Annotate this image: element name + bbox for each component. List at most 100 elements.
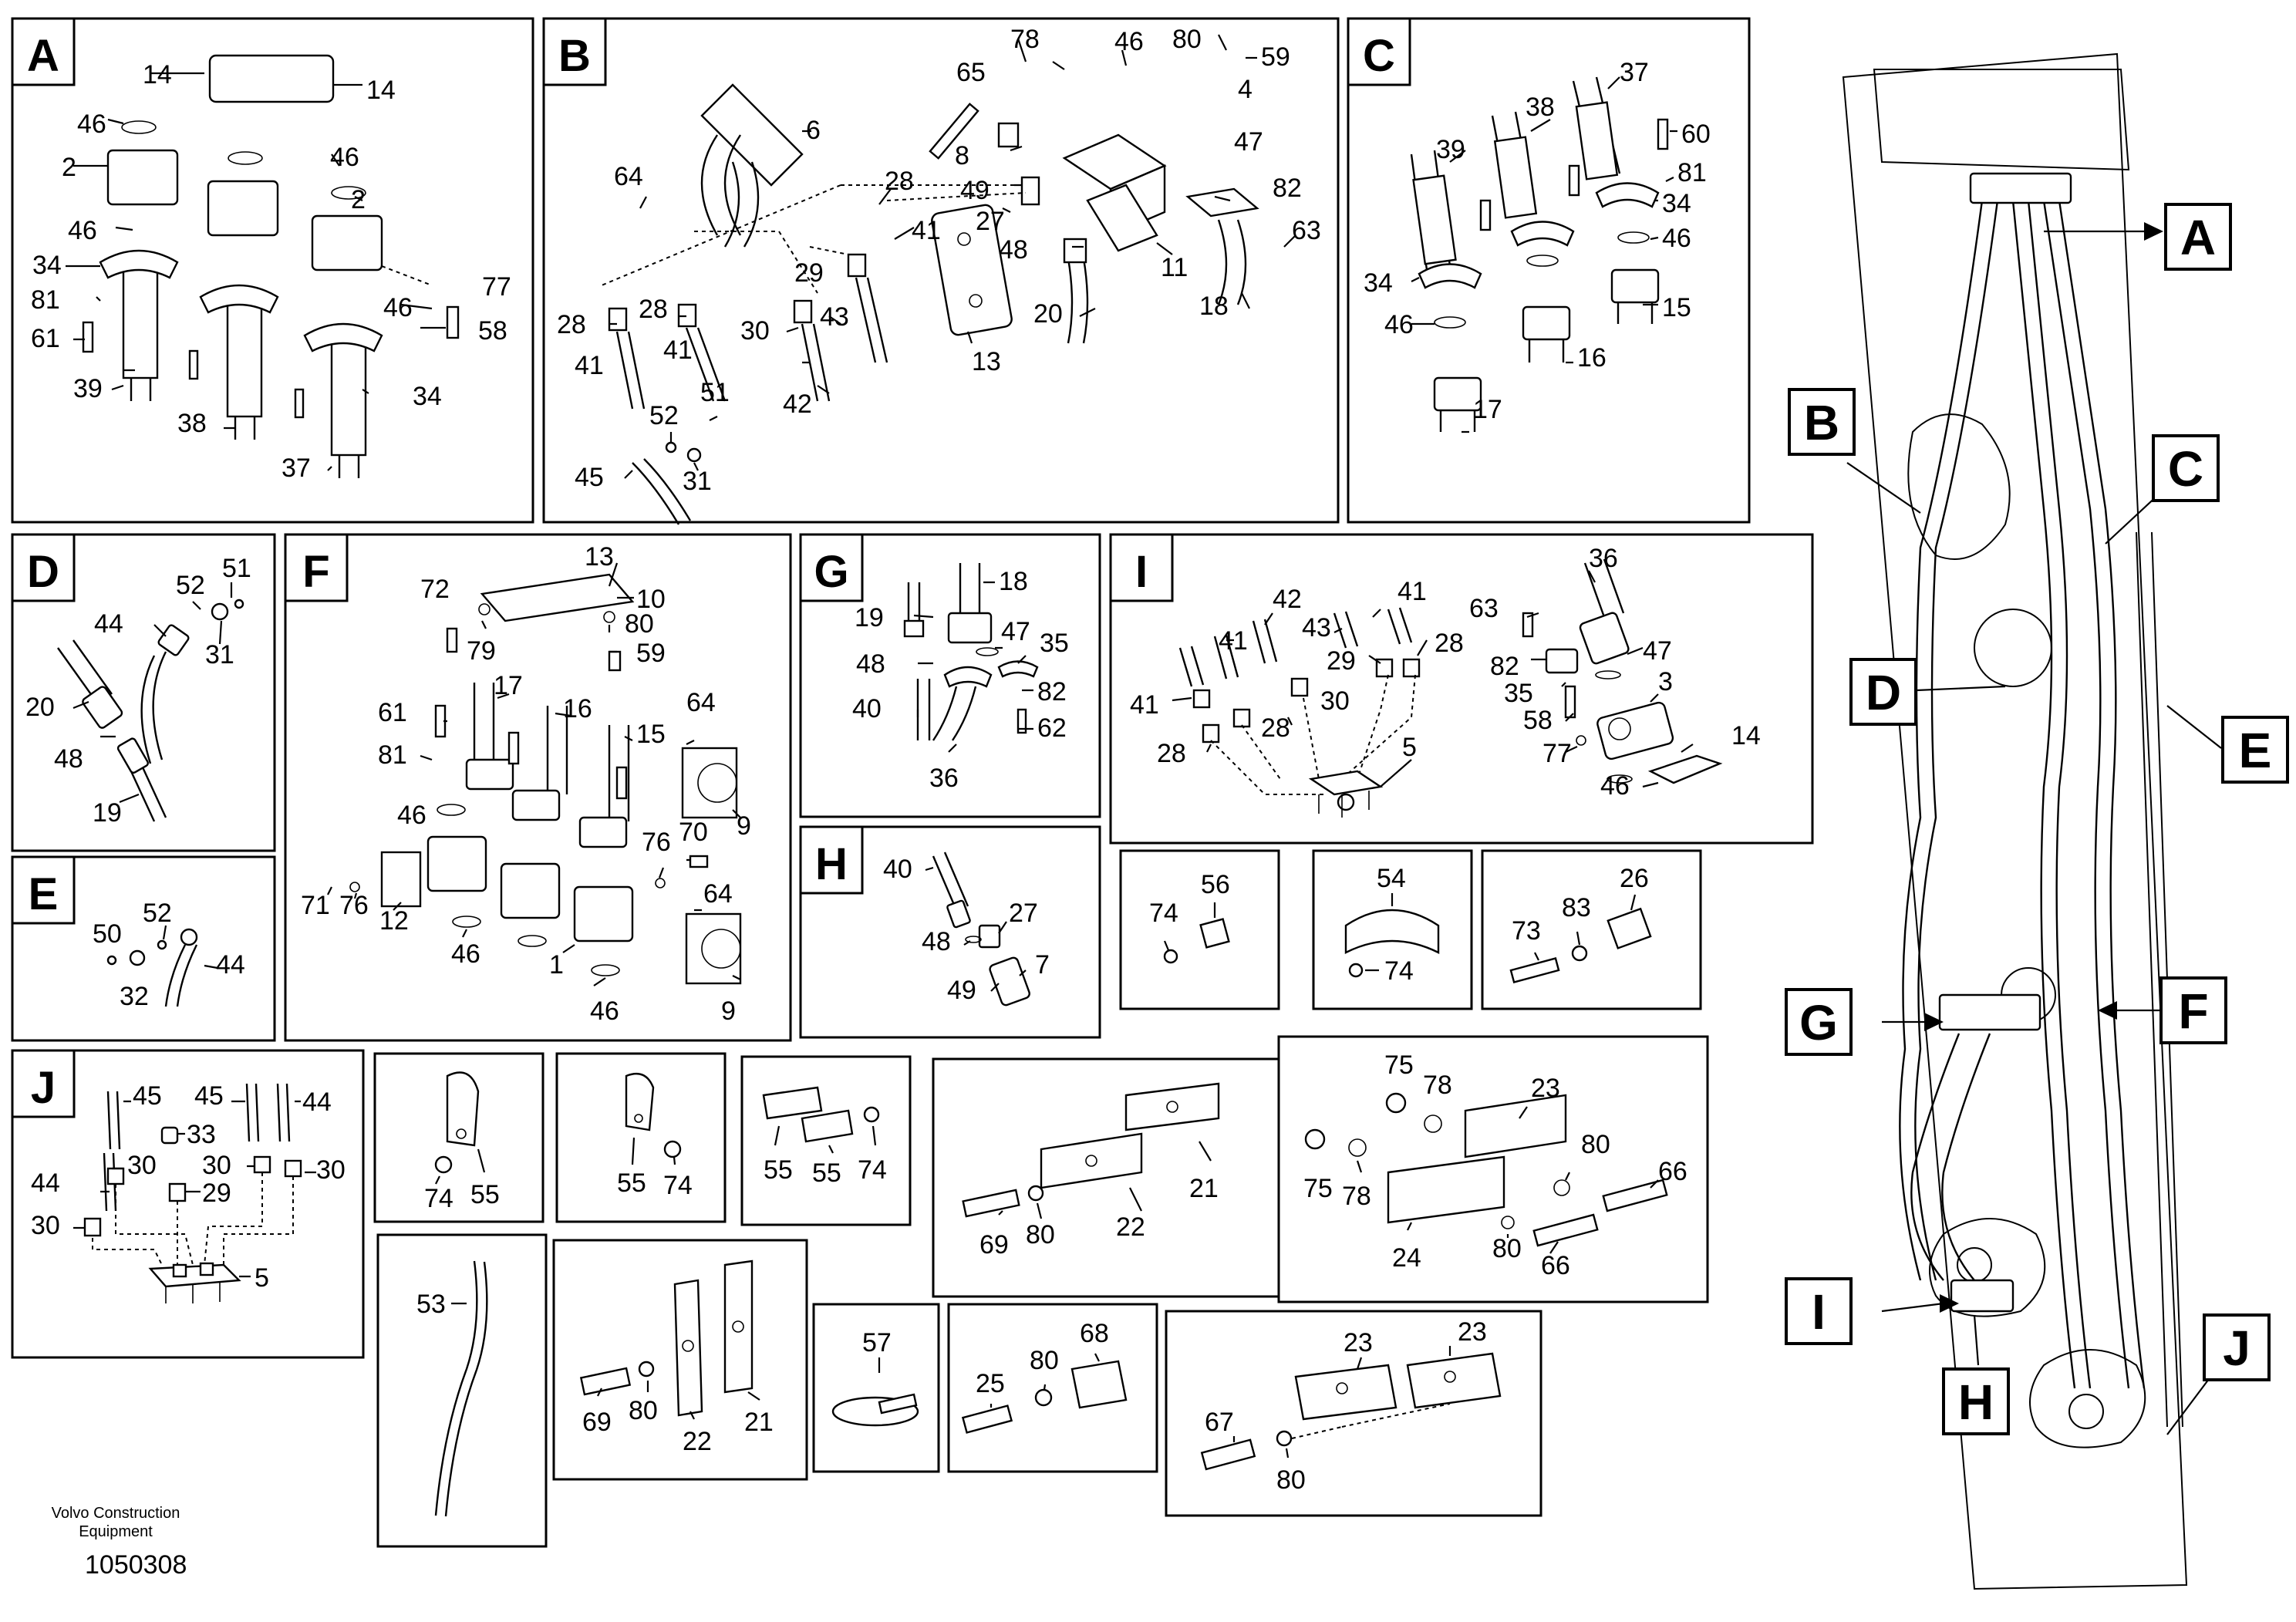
callout-number: 3 <box>1658 667 1673 696</box>
kit-57: 57 <box>812 1303 940 1473</box>
callout-number: 80 <box>1026 1220 1055 1249</box>
callout-number: 30 <box>202 1151 231 1180</box>
callout-number: 41 <box>575 351 604 380</box>
kit-53: 53 <box>376 1233 548 1548</box>
callout-E: E <box>2239 723 2272 778</box>
callout-number: 28 <box>1261 713 1290 743</box>
callout-number: 72 <box>420 575 450 604</box>
callout-number: 52 <box>649 401 679 430</box>
callout-number: 78 <box>1010 25 1040 54</box>
callout-number: 43 <box>820 302 849 332</box>
callout-number: 31 <box>205 640 234 669</box>
kit-55c: 55 55 74 <box>740 1055 912 1226</box>
callout-number: 46 <box>451 939 480 969</box>
callout-number: 9 <box>737 811 751 841</box>
callout-number: 57 <box>862 1328 892 1357</box>
callout-number: 18 <box>999 567 1028 596</box>
callout-number: 42 <box>1273 585 1302 614</box>
machine-overview <box>1842 52 2188 1590</box>
callout-number: 36 <box>929 764 959 793</box>
callout-number: 30 <box>1320 686 1350 716</box>
panel-tag-I: I <box>1135 547 1148 597</box>
callout-number: 22 <box>1116 1212 1145 1242</box>
callout-number: 62 <box>1037 713 1067 743</box>
callout-number: 80 <box>629 1396 658 1425</box>
callout-number: 37 <box>1620 58 1649 87</box>
callout-number: 42 <box>783 389 812 419</box>
callout-number: 47 <box>1643 636 1672 666</box>
panel-tag-F: F <box>302 547 329 597</box>
callout-number: 74 <box>858 1155 887 1185</box>
callout-number: 19 <box>93 798 122 828</box>
panel-D-labels: 52 51 44 31 20 48 19 <box>25 554 251 828</box>
callout-number: 26 <box>1620 864 1649 893</box>
callout-number: 4 <box>1238 75 1253 104</box>
callout-number: 8 <box>955 141 969 170</box>
callout-number: 48 <box>999 235 1028 265</box>
callout-number: 36 <box>1589 544 1618 573</box>
callout-number: 66 <box>1541 1251 1570 1280</box>
callout-number: 31 <box>683 467 712 496</box>
panel-H-drawing <box>925 851 1030 1007</box>
callout-number: 21 <box>1189 1174 1219 1203</box>
callout-number: 46 <box>590 996 619 1026</box>
callout-number: 51 <box>700 378 730 407</box>
callout-number: 48 <box>856 649 885 679</box>
callout-number: 75 <box>1303 1174 1333 1203</box>
callout-number: 35 <box>1040 629 1069 658</box>
callout-number: 6 <box>806 116 821 145</box>
callout-number: 37 <box>282 454 311 483</box>
panel-tag-G: G <box>814 547 848 597</box>
callout-F: F <box>2178 983 2208 1039</box>
kit-54: 54 74 <box>1312 849 1473 1010</box>
callout-number: 28 <box>639 295 668 324</box>
callout-number: 58 <box>478 316 507 346</box>
callout-number: 80 <box>1581 1130 1610 1159</box>
callout-number: 41 <box>663 336 693 365</box>
callout-number: 9 <box>721 996 736 1026</box>
callout-number: 16 <box>563 694 592 723</box>
callout-number: 35 <box>1504 679 1533 708</box>
panel-tag-H: H <box>815 839 848 889</box>
callout-number: 29 <box>1327 646 1356 676</box>
callout-number: 46 <box>330 143 359 172</box>
panel-I-drawing <box>1172 558 1723 818</box>
panel-H: H 40 27 48 7 49 <box>799 825 1101 1039</box>
panel-D-drawing <box>57 582 244 822</box>
callout-number: 67 <box>1205 1408 1234 1437</box>
callout-number: 64 <box>686 688 716 717</box>
callout-number: 64 <box>614 162 643 191</box>
callout-number: 28 <box>885 167 914 196</box>
kit-23a: 75 78 23 75 78 80 66 24 80 66 <box>1277 1035 1709 1303</box>
callout-number: 17 <box>1473 395 1502 424</box>
callout-number: 38 <box>177 409 207 438</box>
callout-number: 71 <box>301 891 330 920</box>
kit-55b: 55 74 <box>555 1052 727 1223</box>
panel-G-labels: 18 19 47 35 48 82 40 62 36 <box>852 567 1069 793</box>
callout-number: 41 <box>912 216 941 245</box>
overview-callouts: A B C D E F G H I J <box>1785 203 2289 1435</box>
panel-D: D 52 51 44 31 20 48 19 <box>11 533 276 852</box>
callout-number: 44 <box>31 1168 60 1198</box>
callout-number: 20 <box>1033 299 1063 329</box>
callout-number: 49 <box>960 176 990 205</box>
callout-number: 83 <box>1562 893 1591 922</box>
callout-I: I <box>1812 1284 1826 1340</box>
panel-J: J 45 45 44 33 44 30 30 30 29 30 <box>11 1049 365 1359</box>
kit-21a: 69 80 22 21 <box>932 1057 1282 1298</box>
callout-number: 80 <box>1492 1234 1522 1263</box>
callout-number: 5 <box>1402 733 1417 762</box>
callout-number: 55 <box>764 1155 793 1185</box>
callout-B: B <box>1804 395 1839 450</box>
callout-number: 34 <box>413 382 442 411</box>
callout-number: 22 <box>683 1427 712 1456</box>
callout-number: 11 <box>1161 253 1188 282</box>
callout-number: 54 <box>1377 864 1406 893</box>
callout-number: 74 <box>1149 899 1178 928</box>
callout-number: 28 <box>1157 739 1186 768</box>
callout-number: 55 <box>812 1158 841 1188</box>
callout-number: 74 <box>663 1171 693 1200</box>
callout-G: G <box>1799 995 1838 1050</box>
callout-number: 46 <box>397 801 426 830</box>
